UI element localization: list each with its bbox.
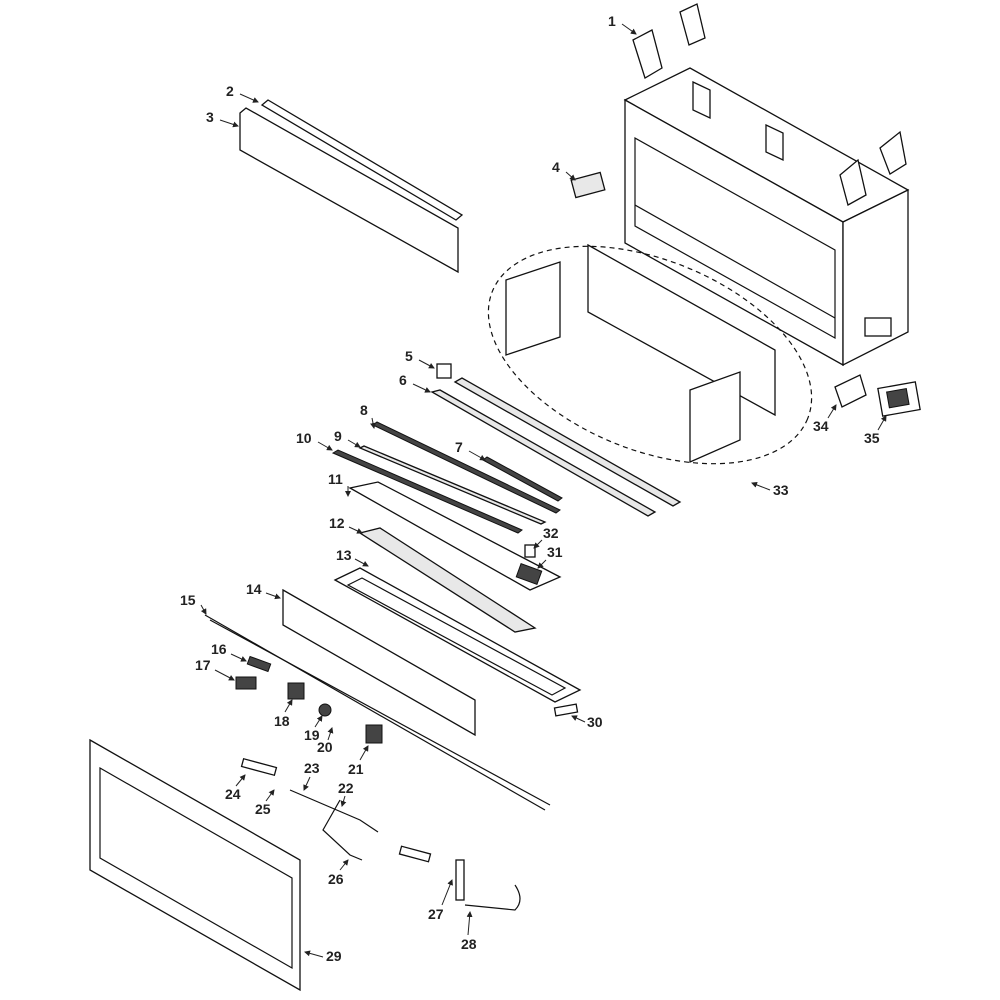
label-6: 6 [399,372,407,388]
label-11: 11 [328,471,343,487]
label-26: 26 [328,871,344,887]
part-4-plate [570,171,606,199]
label-18: 18 [274,713,290,729]
label-3: 3 [206,109,214,125]
label-20: 20 [317,739,333,755]
firebox-housing [623,67,910,367]
label-27: 27 [428,906,444,922]
label-24: 24 [225,786,241,802]
label-13: 13 [336,547,352,563]
label-31: 31 [547,544,563,560]
label-21: 21 [348,761,364,777]
label-16: 16 [211,641,227,657]
label-9: 9 [334,428,342,444]
part-labels: 1 2 3 4 5 6 7 8 9 10 11 12 13 14 15 16 1… [180,13,887,964]
part-2-3-panel [239,99,464,274]
label-8: 8 [360,402,368,418]
label-29: 29 [326,948,342,964]
label-23: 23 [304,760,320,776]
label-2: 2 [226,83,234,99]
label-10: 10 [296,430,312,446]
label-7: 7 [455,439,463,455]
label-30: 30 [587,714,603,730]
part-1-bracket [632,3,907,206]
label-14: 14 [246,581,262,597]
label-19: 19 [304,727,320,743]
part-29-front-glass [89,738,301,992]
label-17: 17 [195,657,211,673]
label-15: 15 [180,592,196,608]
burner-assembly [282,481,582,737]
label-34: 34 [813,418,829,434]
label-32: 32 [543,525,559,541]
label-33: 33 [773,482,789,498]
label-4: 4 [552,159,560,175]
label-28: 28 [461,936,477,952]
label-25: 25 [255,801,271,817]
label-35: 35 [864,430,880,446]
label-22: 22 [338,780,354,796]
label-5: 5 [405,348,413,364]
rails [331,363,682,534]
controls [204,614,551,911]
part-34-35 [834,374,921,417]
label-1: 1 [608,13,616,29]
part-33-liner-panels [487,243,813,465]
label-12: 12 [329,515,345,531]
